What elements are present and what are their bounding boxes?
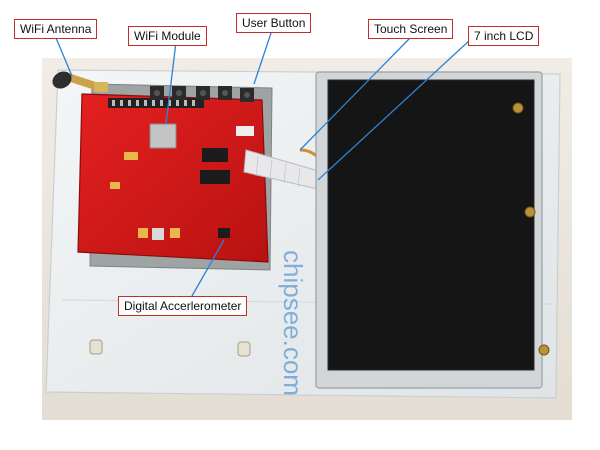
callout-wifi-module: WiFi Module — [128, 26, 207, 46]
callout-accelerometer: Digital Accerlerometer — [118, 296, 248, 316]
callout-wifi-antenna: WiFi Antenna — [14, 19, 98, 39]
plate-standoffs — [89, 339, 251, 357]
callout-touch-screen: Touch Screen — [368, 19, 454, 39]
lcd-screen — [328, 80, 534, 370]
user-buttons — [150, 86, 254, 102]
pin-header — [108, 98, 204, 108]
standoffs — [512, 102, 550, 356]
callout-user-button: User Button — [236, 13, 312, 33]
svg-text:chipsee.com: chipsee.com — [278, 250, 308, 396]
callout-lcd: 7 inch LCD — [468, 26, 540, 46]
accelerometer-chip — [218, 228, 230, 238]
brand-watermark: chipsee.com — [278, 250, 308, 396]
wifi-chip — [149, 123, 177, 149]
